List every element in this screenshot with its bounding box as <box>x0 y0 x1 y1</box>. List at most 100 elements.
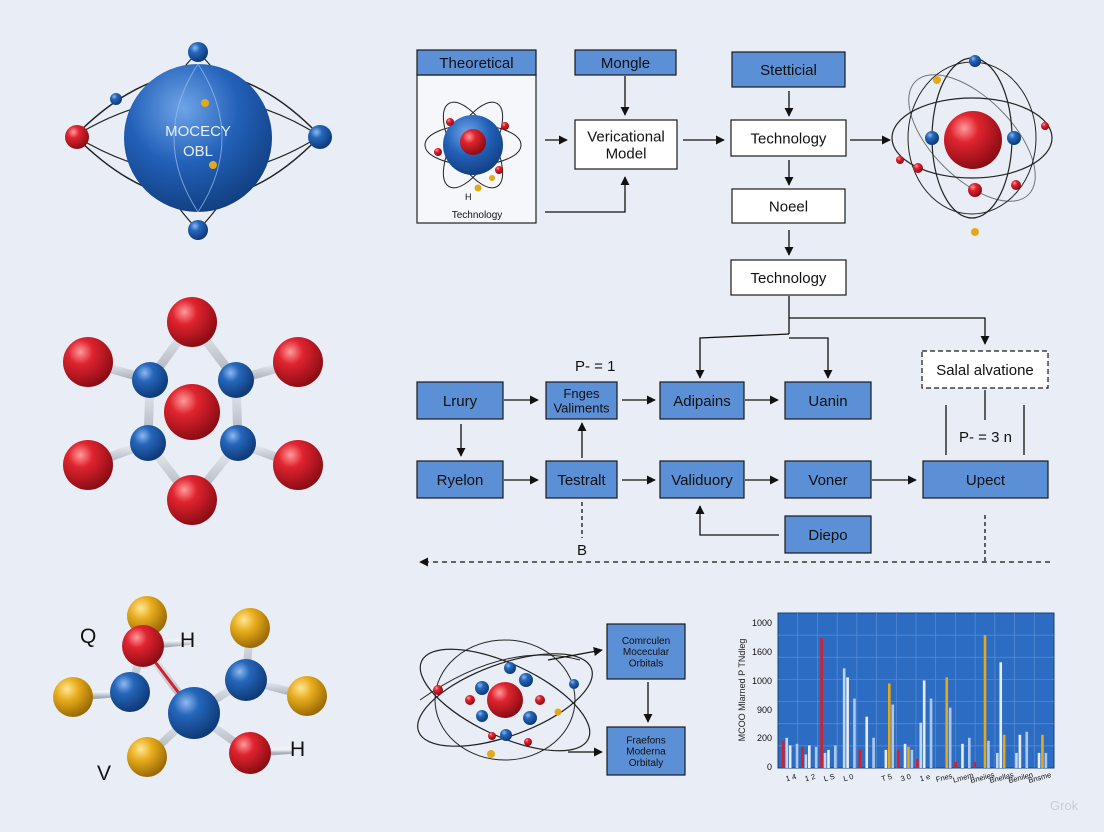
noeel-box-label: Noeel <box>769 198 808 215</box>
chart-bar <box>1044 752 1048 768</box>
validuory-box-label: Validuory <box>671 472 733 489</box>
chart-xtick-label: L 0 <box>842 772 854 783</box>
chart-bar <box>827 749 830 768</box>
upect-box: Upect <box>922 460 1049 499</box>
stetticial-box: Stetticial <box>731 51 846 88</box>
chart-xtick-label: 3 0 <box>900 772 912 783</box>
fnges-valiments-box-label-1: Fnges <box>563 386 600 401</box>
b-label: B <box>577 542 587 559</box>
chart-xtick-label: Fnes <box>935 771 954 784</box>
upect-box-label: Upect <box>966 472 1006 489</box>
chart-ytick-label: 900 <box>757 705 772 715</box>
chart-bar <box>891 704 895 768</box>
testralt-box-label: Testralt <box>557 472 606 489</box>
ryelon-box: Ryelon <box>416 460 504 499</box>
chart-bar <box>853 698 856 768</box>
middle-flow-connectors <box>419 390 1050 567</box>
technology-box-1: Technology <box>730 119 847 157</box>
chart-bar <box>945 677 949 768</box>
watermark-text: Grok <box>1050 798 1079 813</box>
chart-bar <box>808 745 811 768</box>
chart-xtick-label: L S <box>823 772 836 784</box>
theoretical-atom-icon <box>424 101 522 192</box>
chart-bar <box>910 749 914 768</box>
adipains-box: Adipains <box>659 381 745 420</box>
chart-bar <box>858 749 862 768</box>
chart-bar <box>999 662 1003 768</box>
noeel-box: Noeel <box>731 188 846 224</box>
chart-bar <box>983 635 987 768</box>
salal-alvatione-box-label: Salal alvatione <box>936 362 1034 379</box>
globe-label-line2: OBL <box>183 143 213 160</box>
chart-bar <box>954 761 957 768</box>
adipains-box-label: Adipains <box>673 393 731 410</box>
p3-label: P- = 3 n <box>959 429 1012 446</box>
theoretical-small-label: H <box>465 192 472 202</box>
chart-bar <box>1018 734 1022 768</box>
chart-bar <box>884 749 888 768</box>
bottom-orbital-illustration <box>417 639 593 761</box>
chart-bar <box>788 745 792 768</box>
chart-ylabel: MCOO Mlarned P TNdleg <box>737 639 747 742</box>
mongle-box-label: Mongle <box>601 55 650 72</box>
verticational-model-box-label-2: Model <box>606 145 647 162</box>
chart-bar <box>907 746 910 768</box>
atom-label-q: Q <box>80 625 96 648</box>
chart-bar <box>872 737 875 768</box>
molecular-orbitals-box-label-1: Comrculen <box>622 636 670 647</box>
testralt-box: Testralt <box>545 460 618 499</box>
molecular-orbitals-box-label-3: Orbitals <box>629 658 663 669</box>
chart-bar <box>896 749 900 768</box>
globe-sphere <box>124 64 272 212</box>
chart-bar <box>842 668 846 768</box>
theoretical-box-label: Theoretical <box>439 55 513 72</box>
chart-bar <box>996 752 999 768</box>
lrury-box-label: Lrury <box>443 393 478 410</box>
chart-ytick-label: 0 <box>767 762 772 772</box>
ball-stick-molecule <box>63 297 323 525</box>
chart-bar <box>929 698 933 768</box>
chart-bar <box>1025 731 1029 768</box>
moderna-orbitaly-box-label-2: Moderna <box>626 747 666 758</box>
chart-ytick-label: 1000 <box>752 676 772 686</box>
atom-label-h2: H <box>290 738 305 761</box>
chart-bar <box>1002 734 1006 768</box>
chart-bar <box>785 737 789 768</box>
chart-bar <box>948 707 952 768</box>
top-flow-connectors <box>545 76 990 379</box>
voner-box-label: Voner <box>808 472 847 489</box>
moderna-orbitaly-box-label-3: Orbitaly <box>629 758 663 769</box>
orbital-connectors <box>547 647 653 757</box>
fnges-valiments-box-label-2: Valiments <box>553 400 610 415</box>
chart-xtick-label: 1 e <box>919 772 931 783</box>
chart-bar <box>820 638 823 768</box>
technology-box-1-label: Technology <box>751 130 827 147</box>
chart-bar <box>903 743 907 768</box>
chart-bar <box>834 745 837 768</box>
bottom-molecule: Q H H V <box>53 596 327 785</box>
moderna-orbitaly-box-label-1: Fraefons <box>626 735 665 746</box>
chart-bar <box>1037 752 1041 768</box>
chart-bar <box>973 761 977 768</box>
atom-label-v: V <box>97 762 111 785</box>
p1-label: P- = 1 <box>575 358 615 375</box>
chart-bar <box>1015 752 1018 768</box>
theoretical-box: Theoretical <box>416 49 537 76</box>
atom-label-h1: H <box>180 629 195 652</box>
chart-bar <box>968 737 971 768</box>
chart-xtick-label: 1 2 <box>804 772 816 783</box>
lrury-box: Lrury <box>416 381 504 420</box>
diepo-box: Diepo <box>784 515 872 554</box>
top-flow: H Technology <box>416 74 537 224</box>
chart-bar <box>795 743 799 768</box>
chart-ytick-label: 1000 <box>752 618 772 628</box>
globe-label-line1: MOCECY <box>165 123 231 140</box>
chart-bar <box>801 746 804 768</box>
chart-bar <box>782 740 785 768</box>
chart-bar <box>888 683 891 768</box>
